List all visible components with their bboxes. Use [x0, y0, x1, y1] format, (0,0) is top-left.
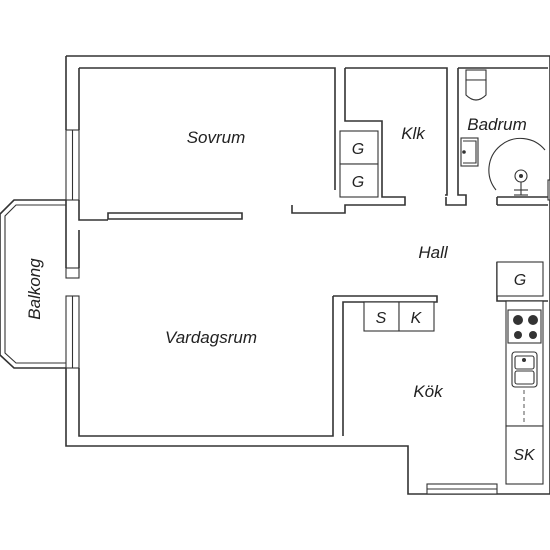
wardrobe-label-1: G — [352, 141, 364, 158]
fridge-label: SK — [513, 447, 536, 464]
room-label-kok: Kök — [413, 382, 444, 401]
wardrobe-1-box — [339, 130, 379, 165]
balcony — [0, 199, 80, 369]
toilet-icon — [465, 69, 487, 101]
fridge-box — [505, 425, 544, 485]
room-label-sovrum: Sovrum — [187, 128, 246, 147]
cabinet-k-label: K — [411, 310, 423, 327]
wardrobe-label-2: G — [352, 174, 364, 191]
room-label-vardagsrum: Vardagsrum — [165, 328, 257, 347]
room-label-klk: Klk — [401, 124, 426, 143]
stove-icon — [507, 309, 542, 344]
room-label-badrum: Badrum — [467, 115, 527, 134]
bathroom-sink-icon — [460, 137, 479, 167]
windows — [65, 129, 550, 495]
window-badrum — [547, 179, 550, 201]
inner-walls — [107, 67, 548, 436]
cabinet-k-box — [398, 301, 435, 332]
cabinet-s-label: S — [376, 310, 387, 327]
kitchen-sink-icon — [511, 351, 538, 388]
room-label-balkong: Balkong — [25, 258, 44, 320]
outer-walls — [65, 55, 550, 495]
cabinet-s-box — [363, 301, 400, 332]
room-label-hall: Hall — [418, 243, 449, 262]
hall-wardrobe-label: G — [514, 272, 526, 289]
fixtures — [339, 130, 544, 485]
shower-icon — [488, 137, 546, 196]
wardrobe-2-box — [339, 163, 379, 198]
hall-wardrobe-box — [496, 261, 544, 297]
